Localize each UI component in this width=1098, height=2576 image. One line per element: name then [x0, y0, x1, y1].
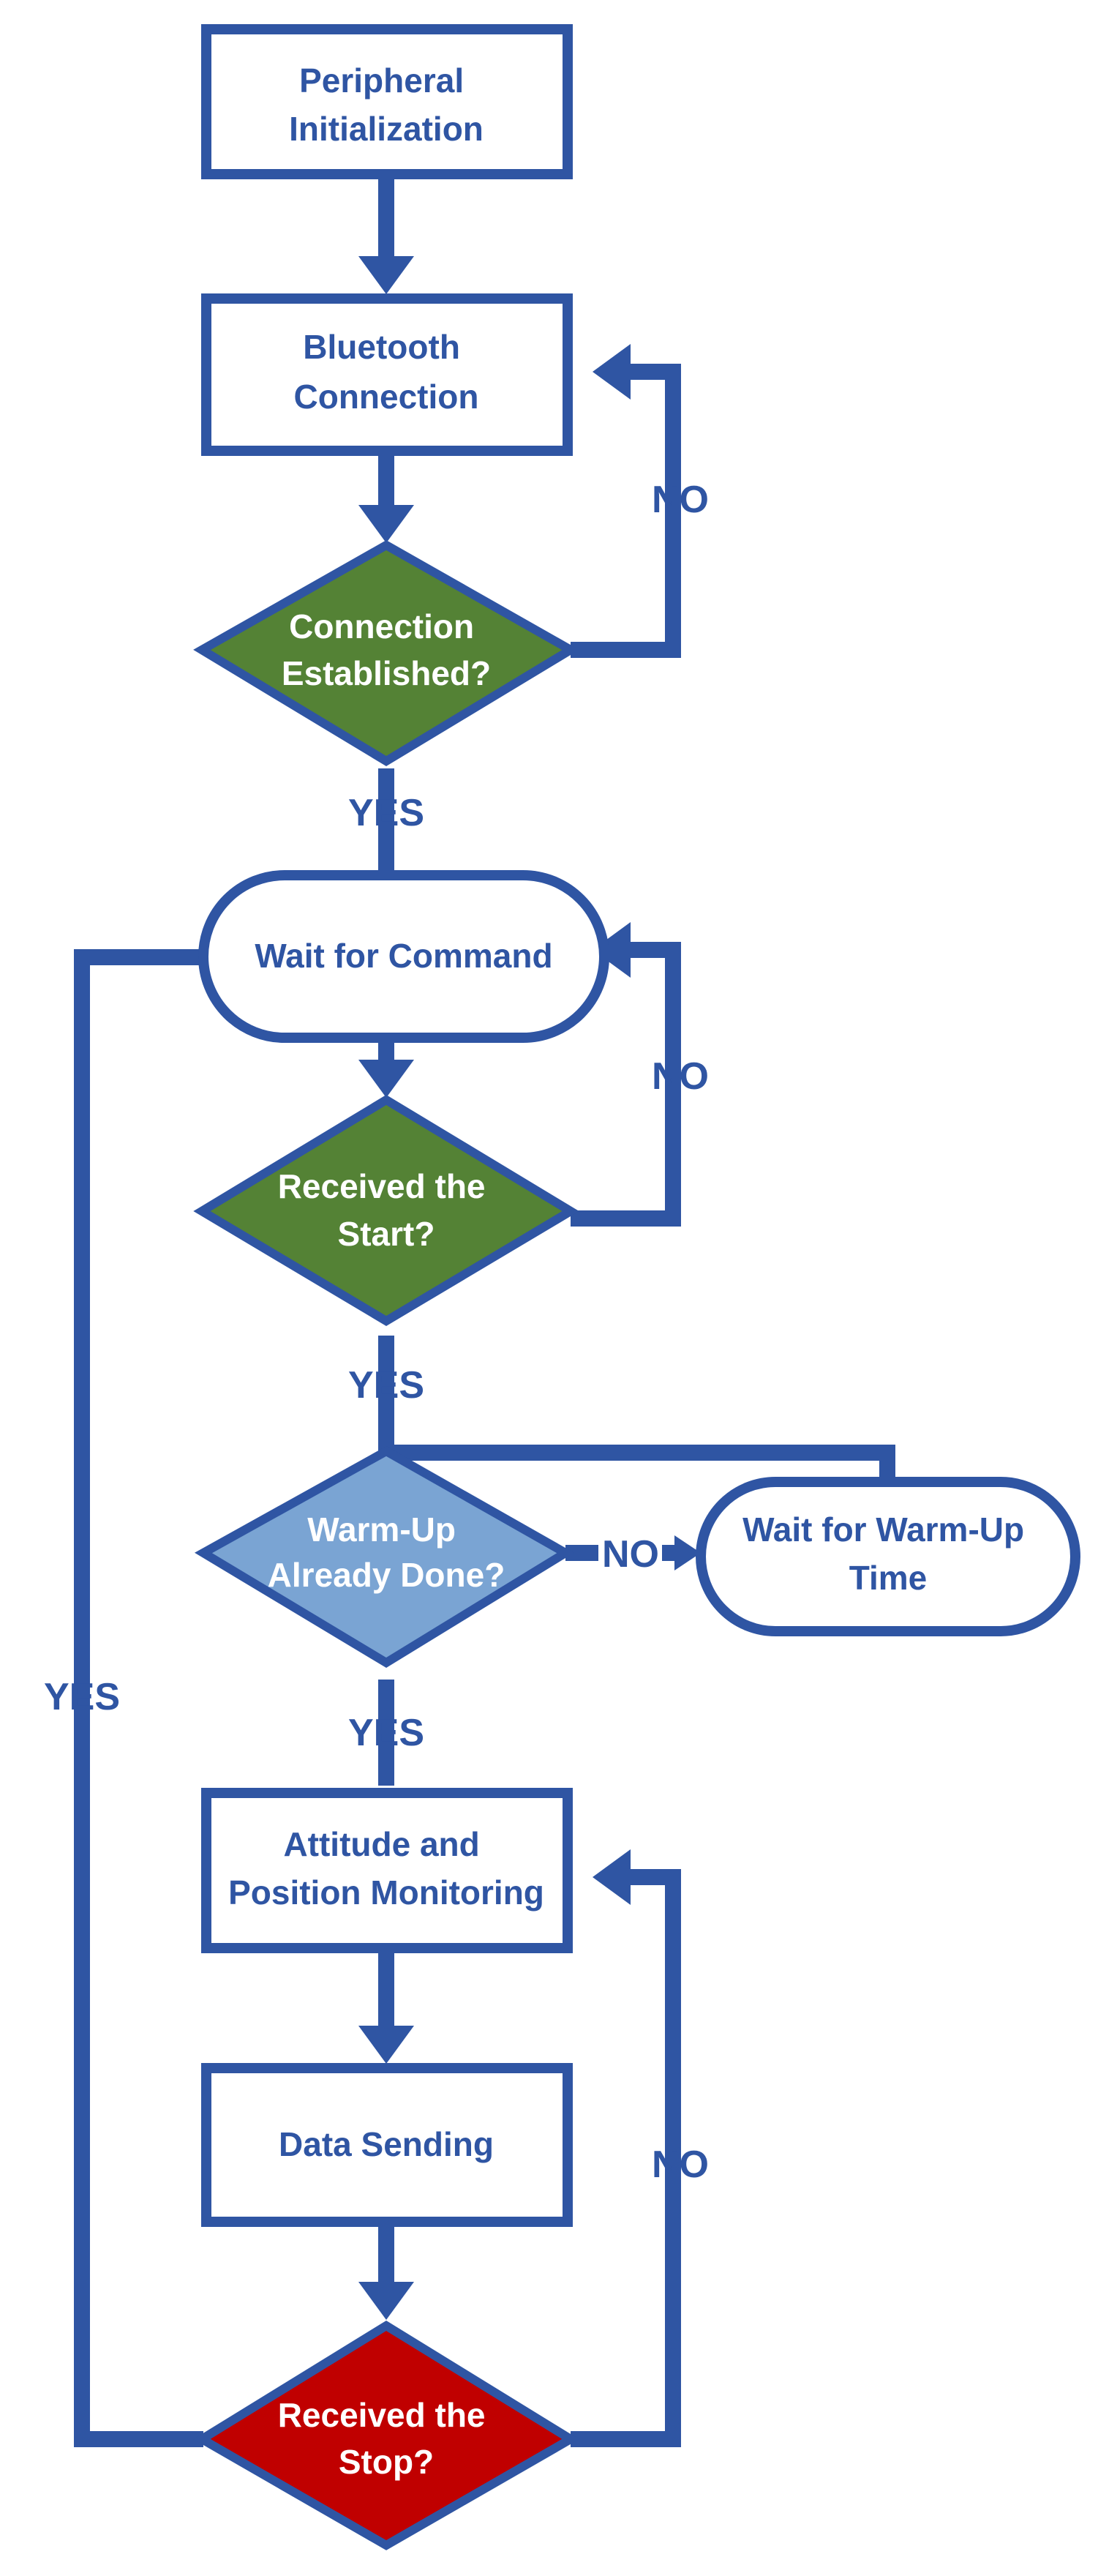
edge-warmup-loop: [386, 1445, 895, 1484]
label-no-warmup: NO: [602, 1533, 659, 1576]
arrowhead-command-no: [593, 922, 631, 978]
arrowhead-data: [358, 2026, 414, 2064]
label-no-command: NO: [652, 1055, 709, 1098]
label-yes-start: YES: [348, 1364, 424, 1407]
label-yes-stop: YES: [44, 1676, 120, 1718]
decision-received-stop-label: Received the Stop?: [278, 2396, 495, 2481]
label-yes-warmup: YES: [348, 1712, 424, 1754]
process-bluetooth-connection: [201, 293, 573, 456]
decision-received-stop: [193, 2320, 579, 2550]
state-wait-for-warmup-label: Wait for Warm-Up Time: [742, 1510, 1034, 1597]
decision-warmup-done-label: Warm-Up Already Done?: [268, 1510, 505, 1594]
decision-received-start-label: Received the Start?: [278, 1167, 495, 1253]
arrowhead-warmup-no: [674, 1535, 701, 1570]
state-wait-for-command: [198, 870, 609, 1043]
arrowhead-bluetooth: [358, 256, 414, 294]
edge-stop-no-loop: [571, 1869, 681, 2447]
decision-connection-established-label: Connection Established?: [282, 607, 491, 692]
edge-start-no-loop: [571, 942, 681, 1227]
arrowhead-start: [358, 1060, 414, 1098]
process-peripheral-init: [201, 24, 573, 179]
arrowhead-connection: [358, 505, 414, 543]
process-data-sending: [201, 2063, 573, 2227]
decision-warmup-done: [195, 1446, 574, 1669]
decision-connection-established: [193, 540, 579, 767]
decision-received-start: [193, 1094, 579, 1326]
edge-stop-yes-loop: [74, 949, 212, 2447]
process-attitude-position-monitoring-label: Attitude and Position Monitoring: [228, 1825, 544, 1912]
label-no-stop: NO: [652, 2143, 709, 2186]
process-attitude-position-monitoring: [201, 1788, 573, 1953]
arrowhead-bluetooth-no: [593, 344, 631, 400]
label-no-bluetooth: NO: [652, 479, 709, 521]
process-data-sending-label: Data Sending: [279, 2125, 494, 2163]
label-yes-connection: YES: [348, 792, 424, 834]
state-wait-for-warmup: [696, 1477, 1080, 1636]
state-wait-for-command-label: Wait for Command: [255, 937, 552, 975]
edge-connection-no-loop: [571, 364, 681, 658]
process-peripheral-init-label: Peripheral Initialization: [289, 61, 484, 148]
process-bluetooth-connection-label: Bluetooth Connection: [294, 328, 479, 416]
arrowhead-attitude-no: [593, 1849, 631, 1905]
arrowhead-stop: [358, 2282, 414, 2320]
